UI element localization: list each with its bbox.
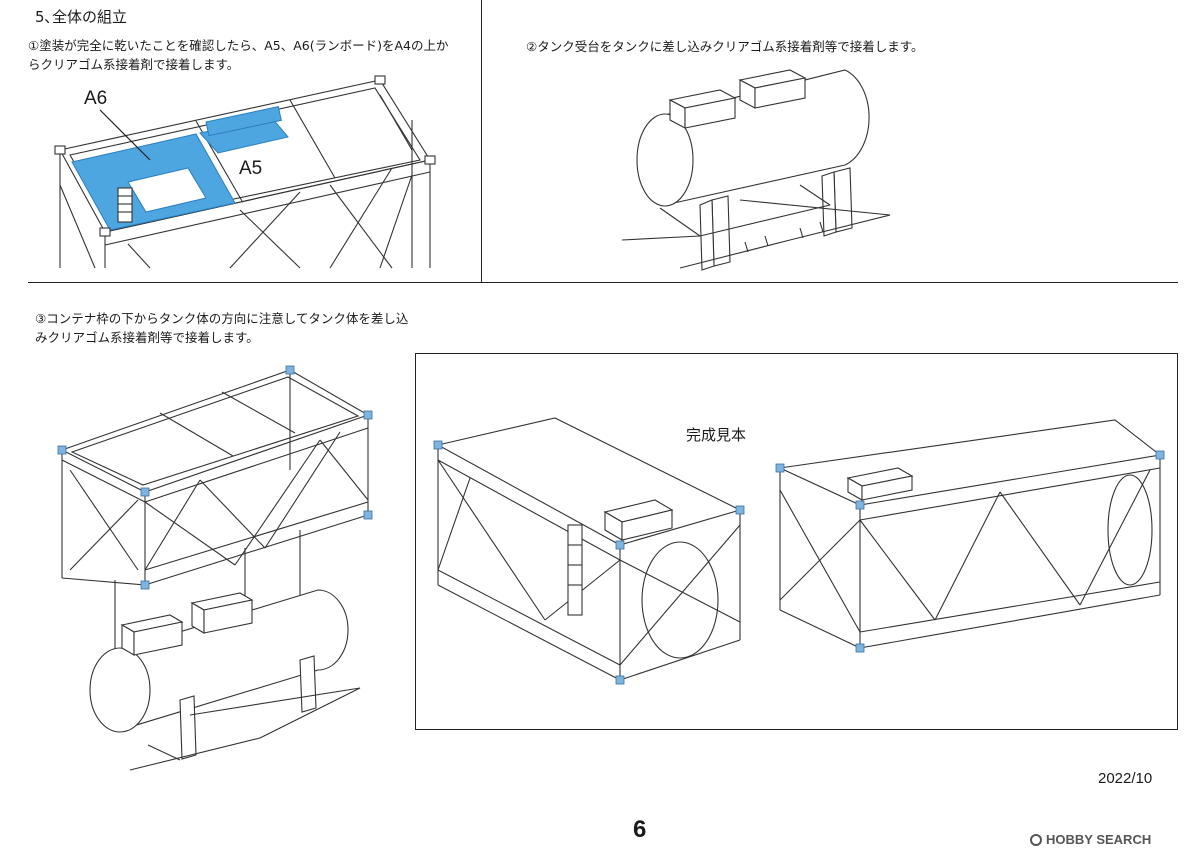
watermark: HOBBY SEARCH [1030,832,1151,847]
publication-date: 2022/10 [1098,770,1153,787]
section-title: 5､全体の組立 [35,8,128,26]
step-2-instruction: ②タンク受台をタンクに差し込みクリアゴム系接着剤等で接着します。 [526,39,924,54]
part-label-a5: A5 [239,158,263,179]
watermark-text: HOBBY SEARCH [1046,832,1152,847]
watermark-logo-icon [1030,833,1042,846]
finished-sample-label: 完成見本 [686,426,747,444]
step-3-instruction: ③コンテナ枠の下からタンク体の方向に注意してタンク体を差し込みクリアゴム系接着剤… [35,311,409,345]
part-label-a6: A6 [84,88,108,109]
step-1-instruction: ①塗装が完全に乾いたことを確認したら、A5、A6(ランボード)をA4の上からクリ… [28,38,449,72]
horizontal-divider [28,282,1178,283]
page-number: 6 [633,816,647,843]
vertical-divider [481,0,482,282]
finished-sample-frame [415,353,1178,730]
